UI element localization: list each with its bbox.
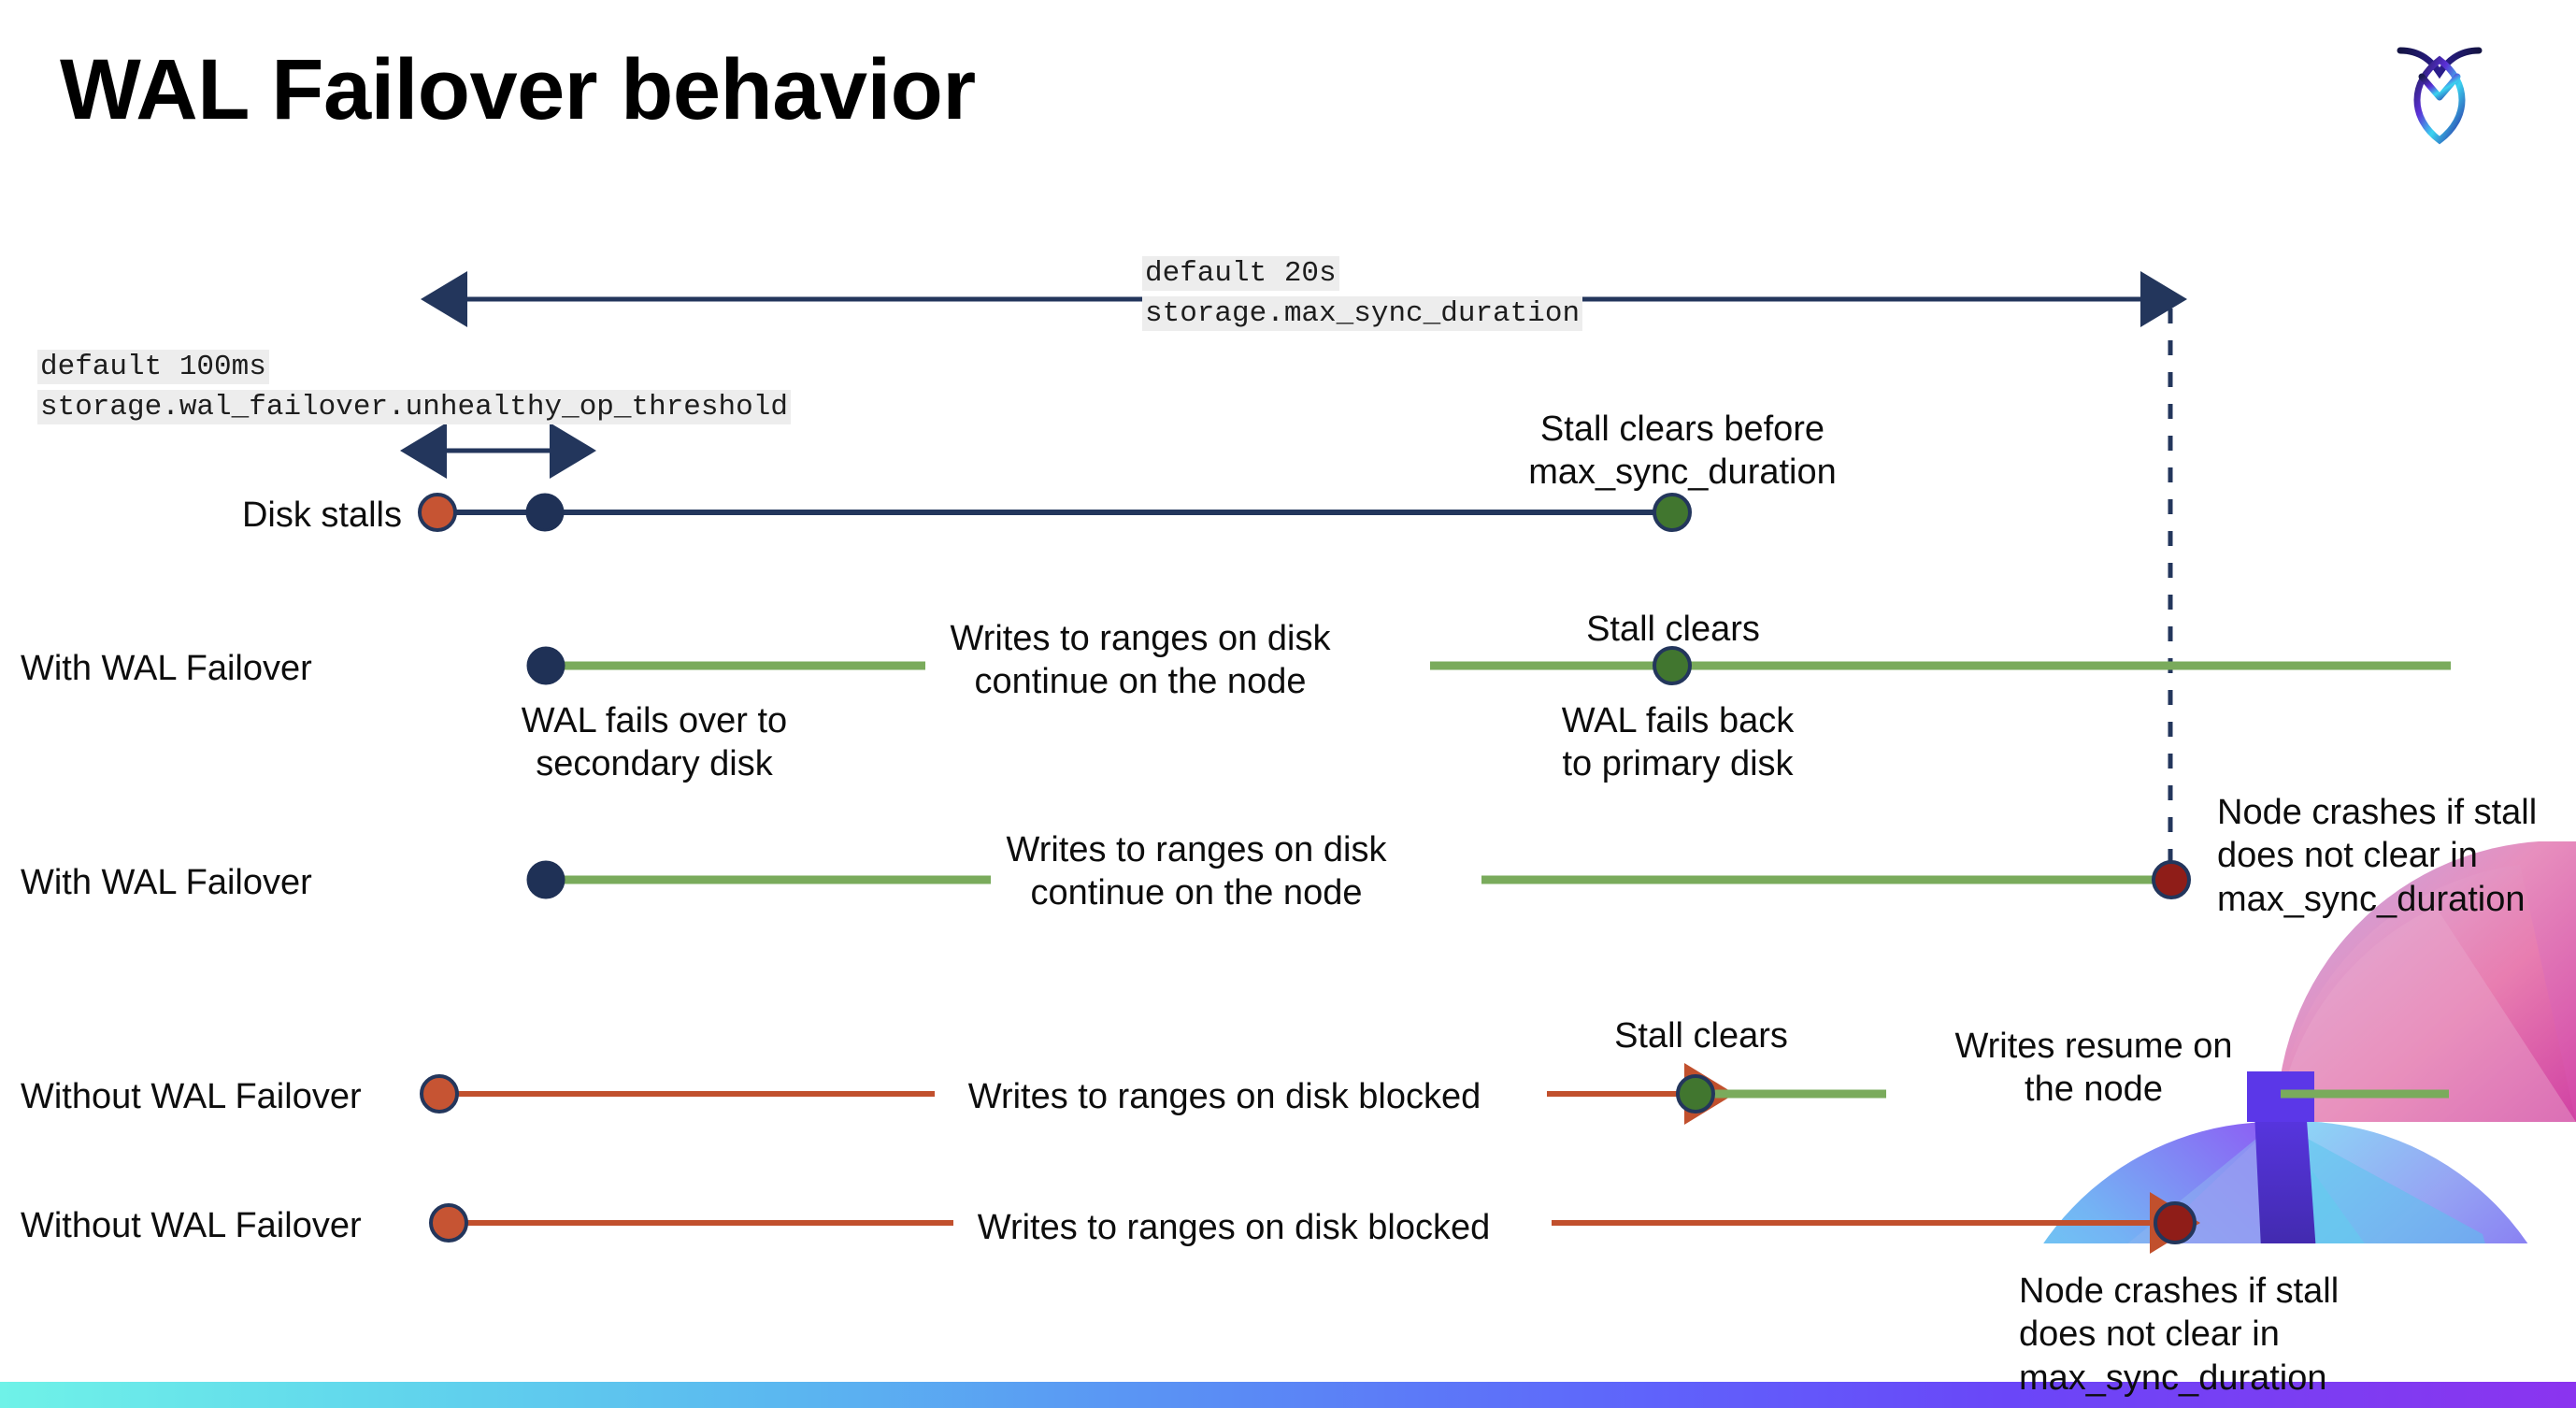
- callout-backdrop: [1987, 1243, 2576, 1408]
- page-title: WAL Failover behavior: [60, 42, 976, 137]
- row-label-disk-stalls: Disk stalls: [241, 496, 402, 535]
- unhealthy-op-setting-text: storage.wal_failover.unhealthy_op_thresh…: [37, 389, 791, 424]
- annotation-node-crashes-row5: Node crashes if stall does not clear in …: [2019, 1272, 2340, 1398]
- annotation-wal-fails-back: WAL fails back to primary disk: [1561, 701, 1795, 784]
- annotation-writes-blocked-row4: Writes to ranges on disk blocked: [967, 1077, 1481, 1116]
- annotation-writes-continue-row3: Writes to ranges on disk continue on the…: [1006, 830, 1387, 913]
- max-sync-duration-setting: default 20s storage.max_sync_duration: [1142, 254, 1583, 335]
- navy-circle-marker: [526, 646, 565, 685]
- row-disk-stalls-track: [418, 493, 1692, 532]
- max-sync-default-text: default 20s: [1142, 256, 1339, 291]
- annotation-writes-blocked-row5: Writes to ranges on disk blocked: [977, 1208, 1491, 1247]
- annotation-stall-clears-before-max-sync: Stall clears before max_sync_duration: [1528, 409, 1837, 493]
- green-circle-marker: [1676, 1074, 1715, 1113]
- annotation-node-crashes-row3: Node crashes if stall does not clear in …: [2217, 793, 2538, 919]
- bottom-gradient-bar: [0, 1382, 2576, 1408]
- row-with-wal-failover-recovers-track: [526, 646, 2451, 685]
- unhealthy-op-threshold-setting: default 100ms storage.wal_failover.unhea…: [37, 348, 791, 428]
- navy-circle-marker: [525, 493, 565, 532]
- max-sync-setting-text: storage.max_sync_duration: [1142, 295, 1583, 331]
- orange-circle-marker: [429, 1203, 468, 1243]
- row-label-without-wal-failover-crashes: Without WAL Failover: [21, 1206, 362, 1245]
- annotation-stall-clears-row2: Stall clears: [1586, 610, 1760, 649]
- row-label-without-wal-failover-recovers: Without WAL Failover: [21, 1077, 362, 1116]
- green-circle-marker: [1653, 646, 1692, 685]
- dark-red-circle-marker: [2154, 1201, 2197, 1244]
- navy-circle-marker: [526, 860, 565, 899]
- cockroachdb-logo-icon: [2397, 47, 2483, 145]
- orange-circle-marker: [420, 1074, 459, 1113]
- row-with-wal-failover-crashes-track: [526, 860, 2191, 899]
- annotation-writes-resume: Writes resume on the node: [1954, 1027, 2233, 1110]
- row-label-with-wal-failover-recovers: With WAL Failover: [21, 649, 312, 688]
- unhealthy-op-default-text: default 100ms: [37, 350, 269, 384]
- row-label-with-wal-failover-crashes: With WAL Failover: [21, 863, 312, 902]
- annotation-stall-clears-row4: Stall clears: [1614, 1016, 1788, 1056]
- annotation-writes-continue-row2: Writes to ranges on disk continue on the…: [950, 619, 1331, 702]
- annotation-wal-fails-over: WAL fails over to secondary disk: [521, 701, 788, 784]
- row-without-wal-failover-recovers-track: [420, 1063, 2449, 1125]
- orange-circle-marker: [418, 493, 457, 532]
- green-circle-marker: [1653, 493, 1692, 532]
- dark-red-circle-marker: [2152, 860, 2191, 899]
- row-without-wal-failover-crashes-track: [429, 1192, 2200, 1254]
